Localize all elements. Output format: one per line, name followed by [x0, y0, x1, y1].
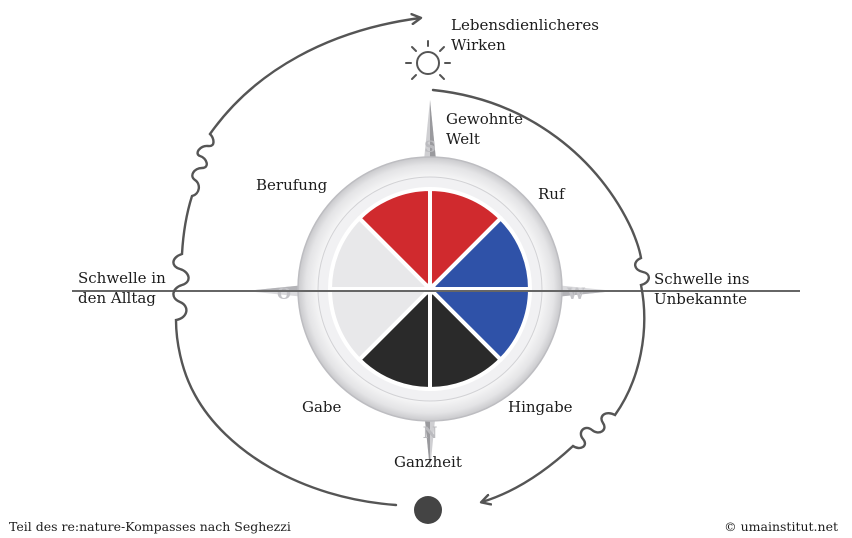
- label-left-line2: den Alltag: [78, 289, 156, 307]
- segment-white-upper: [328, 216, 432, 291]
- compass-segments: [328, 187, 532, 391]
- label-left: Schwelle in den Alltag: [78, 268, 166, 308]
- label-right-line2: Unbekannte: [654, 290, 748, 308]
- label-north-right-line1: Gewohnte: [446, 110, 523, 128]
- label-top-line1: Lebensdienlicheres: [451, 16, 599, 34]
- left-cycle-arrow: [172, 18, 420, 507]
- footer-credit-right: © umainstitut.net: [724, 519, 838, 534]
- label-top-line2: Wirken: [451, 36, 506, 54]
- label-north-right-line2: Welt: [446, 130, 480, 148]
- segment-red-left: [357, 187, 432, 291]
- compass-letter-right: W: [566, 284, 586, 303]
- label-upper-left: Berufung: [256, 176, 328, 194]
- label-right-line1: Schwelle ins: [654, 270, 750, 288]
- segment-black-right: [428, 287, 503, 391]
- label-left-line1: Schwelle in: [78, 269, 166, 287]
- label-top: Lebensdienlicheres Wirken: [451, 15, 599, 55]
- compass-letter-bottom: N: [423, 423, 438, 442]
- compass-letter-top: S: [424, 137, 436, 156]
- label-north-right: Gewohnte Welt: [446, 109, 523, 149]
- label-right: Schwelle ins Unbekannte: [654, 269, 749, 309]
- sun-icon: [405, 40, 451, 80]
- label-lower-left: Gabe: [302, 398, 342, 416]
- label-upper-right: Ruf: [538, 185, 565, 203]
- compass-letter-left: O: [277, 284, 291, 303]
- segment-blue-upper: [428, 216, 532, 291]
- label-lower-right: Hingabe: [508, 398, 573, 416]
- segment-red-right: [428, 187, 503, 291]
- right-cycle-arrow: [431, 88, 650, 502]
- label-bottom: Ganzheit: [394, 453, 462, 471]
- bottom-dot-icon: [414, 496, 442, 524]
- segment-black-left: [357, 287, 432, 391]
- footer-credit-left: Teil des re:nature-Kompasses nach Seghez…: [9, 519, 291, 534]
